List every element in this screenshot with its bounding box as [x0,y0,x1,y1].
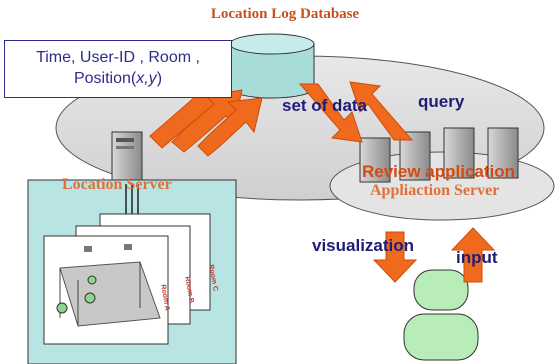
input-label: input [456,248,498,267]
log-record-line2: Position(x,y) [73,70,163,87]
orange-arrows [149,79,496,283]
user-figure-icon [403,269,479,361]
set-of-data-label: set of data [282,96,368,115]
rooms-diagram [43,213,211,345]
log-record-line1: Time, User-ID , Room , [36,49,200,66]
database-cylinder-icon [229,33,315,99]
location-server-icon [111,131,143,185]
application-server-label: Appliaction Server [370,182,500,199]
visualization-label: visualization [312,236,415,255]
log-record-box: Time, User-ID , Room , Position(x,y) [4,40,232,98]
diagram-title: Location Log Database [210,6,360,22]
location-server-label: Location Server [62,176,172,193]
query-label: query [418,92,465,111]
review-application-label: Review application [362,162,516,181]
application-server-icons [359,127,519,183]
